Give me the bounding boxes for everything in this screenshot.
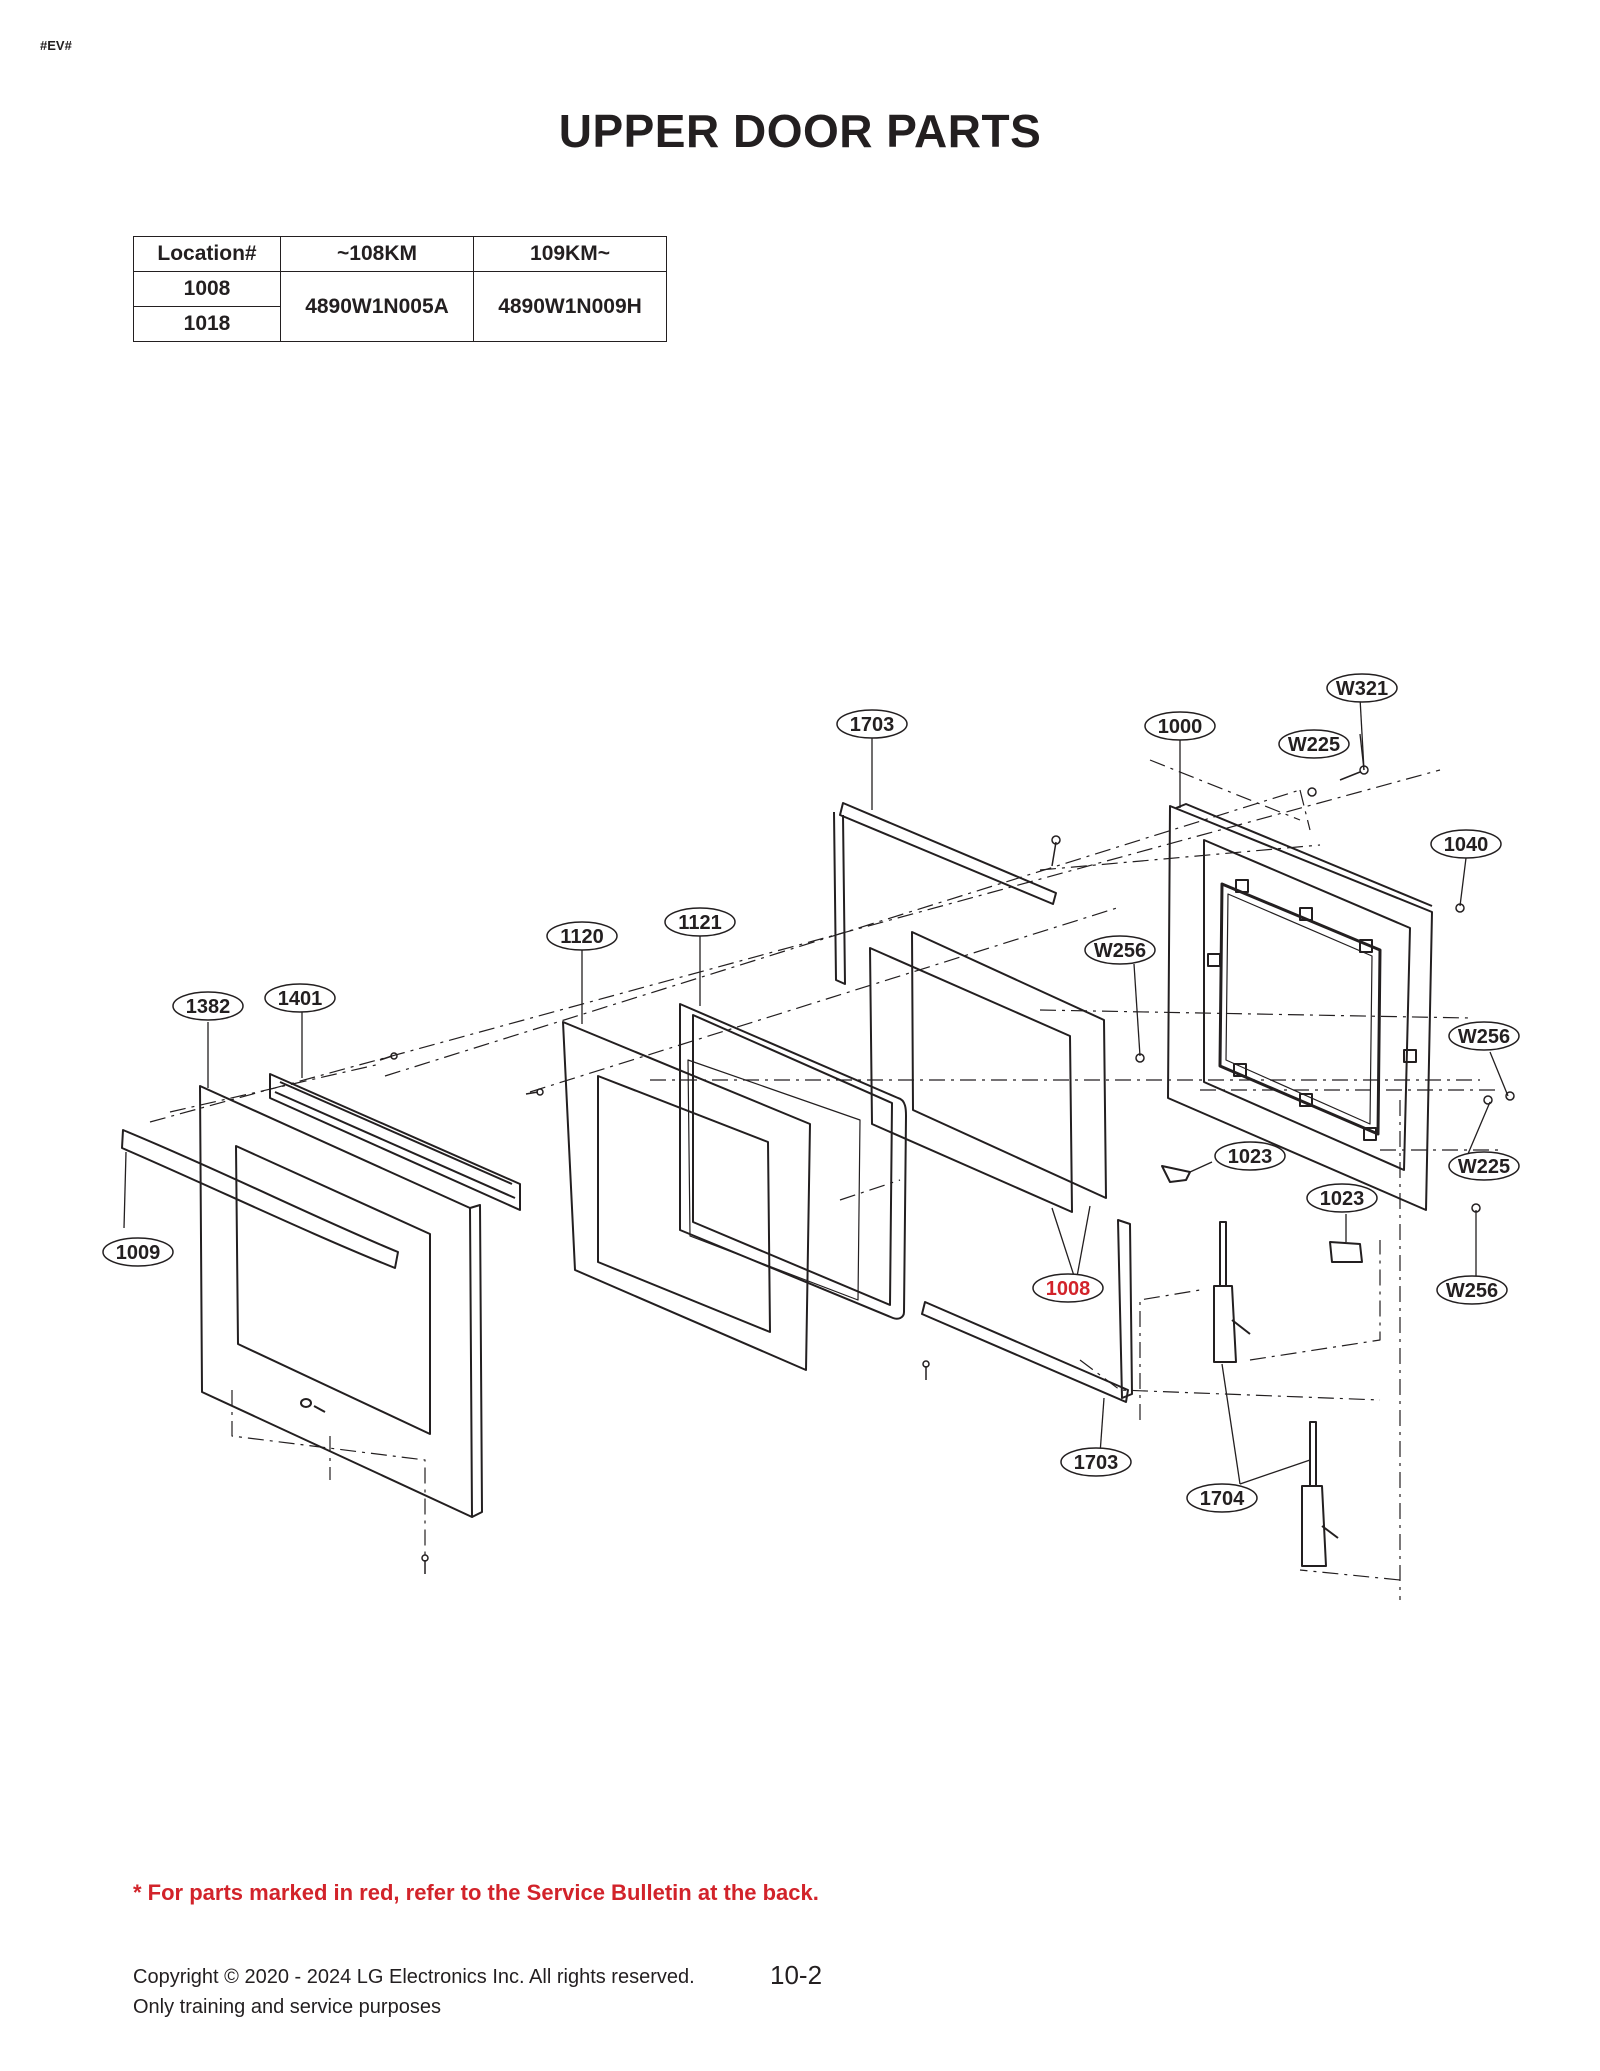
purpose-text: Only training and service purposes	[133, 1996, 441, 2018]
part-108km-cell: 4890W1N005A	[280, 271, 474, 342]
svg-text:1009: 1009	[116, 1242, 161, 1264]
callout-1382: 1382	[172, 991, 244, 1021]
copyright-text: Copyright © 2020 - 2024 LG Electronics I…	[133, 1966, 695, 1988]
svg-text:1023: 1023	[1320, 1188, 1365, 1210]
copyright-block: Copyright © 2020 - 2024 LG Electronics I…	[133, 1962, 695, 2022]
svg-text:1121: 1121	[678, 912, 721, 934]
callout-1704: 1704	[1186, 1483, 1258, 1513]
callout-1120: 1120	[546, 921, 618, 951]
hinge-bracket-1	[1161, 1165, 1191, 1183]
callout-w225-top: W225	[1278, 729, 1350, 759]
callout-1023-left: 1023	[1214, 1141, 1286, 1171]
hinge-1	[1213, 1221, 1251, 1363]
part-109km-cell: 4890W1N009H	[473, 271, 667, 342]
svg-text:W225: W225	[1288, 734, 1340, 756]
bottom-glass-rail	[921, 1219, 1133, 1403]
hinge-bracket-2	[1329, 1241, 1363, 1263]
callout-1040: 1040	[1430, 829, 1502, 859]
location-table: Location# ~108KM 109KM~ 1008 4890W1N005A…	[133, 236, 667, 342]
callout-1703-bottom: 1703	[1060, 1447, 1132, 1477]
service-bulletin-note: * For parts marked in red, refer to the …	[133, 1880, 819, 1905]
svg-text:W225: W225	[1458, 1156, 1510, 1178]
callout-1000: 1000	[1144, 711, 1216, 741]
svg-text:1008: 1008	[1046, 1278, 1091, 1300]
svg-text:W321: W321	[1336, 678, 1388, 700]
svg-text:1000: 1000	[1158, 716, 1203, 738]
door-trim	[269, 1073, 521, 1211]
assembly-guide-lines	[149, 759, 1500, 1600]
svg-text:1382: 1382	[186, 996, 231, 1018]
svg-text:1703: 1703	[1074, 1452, 1119, 1474]
screws	[379, 765, 1515, 1574]
callout-w256-center: W256	[1084, 935, 1156, 965]
callout-1121: 1121	[664, 907, 736, 937]
callout-1703-top: 1703	[836, 709, 908, 739]
callout-w256-bottom: W256	[1436, 1275, 1508, 1305]
outer-door-panel	[199, 1085, 483, 1518]
inner-door-frame	[562, 1021, 811, 1371]
inner-door-panel	[1167, 803, 1433, 1211]
svg-text:1040: 1040	[1444, 834, 1489, 856]
callout-1008: 1008	[1032, 1273, 1104, 1303]
callout-w256-right: W256	[1448, 1021, 1520, 1051]
door-handle	[121, 1129, 399, 1269]
location-cell: 1008	[133, 271, 281, 307]
document-tag: #EV#	[40, 38, 72, 53]
top-glass-rail	[833, 802, 1057, 985]
svg-text:1704: 1704	[1200, 1488, 1245, 1510]
svg-text:1023: 1023	[1228, 1146, 1273, 1168]
callout-w225-right: W225	[1448, 1151, 1520, 1181]
svg-text:W256: W256	[1458, 1026, 1510, 1048]
location-cell: 1018	[133, 306, 281, 342]
table-row: 1018	[133, 306, 667, 342]
callout-w321: W321	[1326, 673, 1398, 703]
svg-text:1120: 1120	[560, 926, 603, 948]
glass-panel-front	[869, 947, 1073, 1213]
leader-lines	[123, 697, 1509, 1485]
hinge-2	[1301, 1421, 1339, 1567]
svg-text:1703: 1703	[850, 714, 895, 736]
page-number: 10-2	[770, 1960, 823, 1990]
svg-text:W256: W256	[1094, 940, 1146, 962]
glass-panel-back	[911, 931, 1107, 1199]
callout-1401: 1401	[264, 983, 336, 1013]
callouts: 1703 1000 W321 W225 1040 W256 1121 1120 …	[102, 673, 1520, 1513]
glass-frame	[679, 1003, 907, 1320]
page-title: UPPER DOOR PARTS	[558, 105, 1042, 157]
svg-text:1401: 1401	[278, 988, 323, 1010]
svg-text:W256: W256	[1446, 1280, 1498, 1302]
callout-1009: 1009	[102, 1237, 174, 1267]
callout-1023-right: 1023	[1306, 1183, 1378, 1213]
table-row: 1008 4890W1N005A 4890W1N009H	[133, 271, 667, 342]
